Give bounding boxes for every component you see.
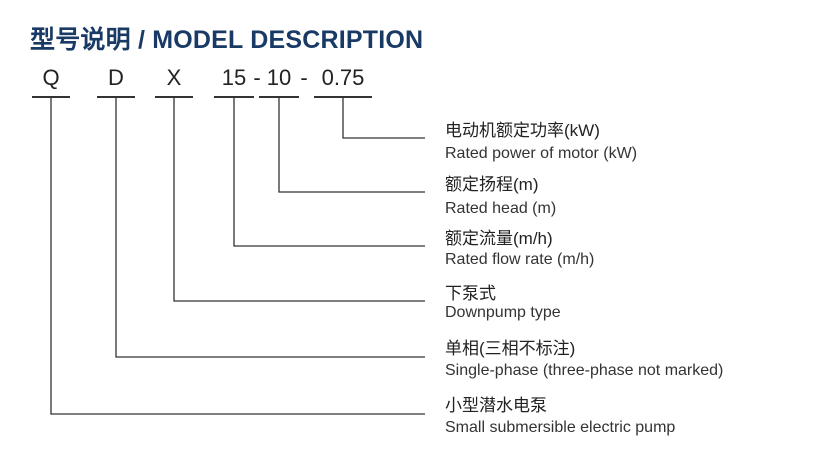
desc-phase-en: Single-phase (three-phase not marked) (445, 362, 724, 379)
code-flow: 15 (221, 65, 247, 90)
code-d: D (108, 65, 124, 90)
code-power: 0.75 (321, 65, 365, 90)
desc-head-en: Rated head (m) (445, 200, 557, 217)
leader-type (173, 97, 425, 302)
underline-flow (214, 96, 254, 98)
underline-head (259, 96, 299, 98)
underline-power (314, 96, 372, 98)
code-head: 10 (266, 65, 292, 90)
code-dash-1: - (253, 65, 261, 90)
desc-power-en: Rated power of motor (kW) (445, 145, 638, 162)
desc-phase-cn: 单相(三相不标注) (445, 339, 576, 358)
desc-type-cn: 下泵式 (445, 284, 496, 303)
desc-flow-cn: 额定流量(m/h) (445, 229, 553, 248)
leader-head (278, 97, 425, 193)
desc-head-cn: 额定扬程(m) (445, 175, 539, 194)
code-dash-2: - (300, 65, 308, 90)
desc-type-en: Downpump type (445, 304, 561, 321)
underline-d (97, 96, 135, 98)
leader-pump (50, 97, 425, 415)
desc-flow-en: Rated flow rate (m/h) (445, 251, 595, 268)
leader-flow (233, 97, 425, 247)
underline-q (32, 96, 70, 98)
page-title: 型号说明 / MODEL DESCRIPTION (30, 26, 424, 54)
code-q: Q (42, 65, 60, 90)
desc-pump-cn: 小型潜水电泵 (445, 396, 547, 415)
leader-phase (115, 97, 425, 358)
desc-power-cn: 电动机额定功率(kW) (445, 121, 600, 140)
leader-power (342, 97, 425, 139)
desc-pump-en: Small submersible electric pump (445, 419, 676, 436)
code-x: X (166, 65, 182, 90)
underline-x (155, 96, 193, 98)
